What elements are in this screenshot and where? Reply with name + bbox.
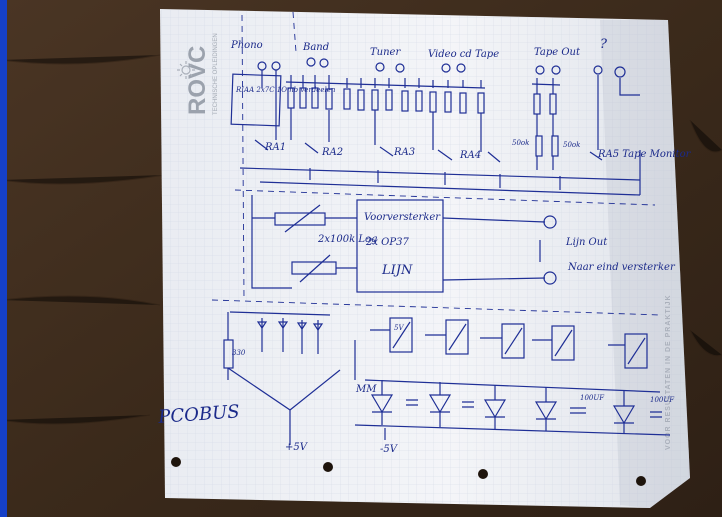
label-line-out: Lijn Out [565, 237, 608, 248]
volume-pots [251, 195, 357, 289]
label-mm: MM [355, 384, 377, 395]
punch-hole-3 [478, 469, 488, 479]
label-50k-b: 50ok [563, 141, 580, 149]
label-tape-out: Tape Out [534, 47, 581, 58]
label-plus5: +5V [285, 442, 309, 453]
logo-tagline: TECHNISCHE OPLEIDINGEN [213, 33, 219, 115]
label-lijn: LIJN [381, 263, 413, 278]
relay-blocks [370, 317, 648, 369]
paper-grid [160, 9, 690, 508]
dashed-line-top [234, 189, 656, 206]
dashed-line-bottom [211, 299, 661, 316]
wood-grain [0, 54, 722, 425]
label-voorversterker: Voorversterker [364, 212, 441, 223]
label-tuner: Tuner [370, 47, 401, 58]
label-volume: 2x100k Log [317, 234, 377, 245]
label-ra2: RA2 [321, 147, 343, 158]
label-100uf: 100UF [580, 394, 605, 402]
label-relay: 5V [394, 324, 404, 332]
label-100uf-2: 100UF [650, 396, 675, 404]
label-ra3: RA3 [393, 147, 415, 158]
blue-edge-strip [0, 0, 7, 517]
dashed-line-vert-left [241, 14, 245, 301]
label-riaa: RIAA 2x7C 1Omb verdeelen [235, 86, 336, 94]
label-ra1: RA1 [264, 142, 286, 153]
punch-hole-2 [323, 462, 333, 472]
label-question: ? [600, 37, 608, 52]
label-50k-a: 50ok [512, 139, 529, 147]
punch-hole-4 [636, 476, 646, 486]
rovc-logo: ROVC TECHNISCHE OPLEIDINGEN [184, 33, 219, 115]
logo-text: ROVC [184, 46, 211, 115]
label-ra4: RA4 [459, 150, 481, 161]
output-wiring [442, 215, 557, 285]
label-video-cd: Video cd Tape [428, 49, 499, 60]
label-ra5: RA5 Tape Monitor [597, 149, 692, 160]
label-330: 330 [232, 349, 246, 357]
preamp-box [356, 199, 444, 293]
paper-shadow [600, 20, 690, 508]
label-voorversterker-sub: 2x OP37 [365, 237, 409, 248]
switch-bus [239, 139, 641, 196]
label-phono: Phono [230, 40, 263, 51]
label-naar-eind: Naar eind versterker [567, 262, 676, 273]
schematic: Phono Band Tuner Video cd Tape Tape Out … [157, 11, 692, 455]
power-section [223, 311, 356, 445]
riaa-box [230, 73, 282, 127]
punch-hole-1 [171, 457, 181, 467]
dashed-line-vert-mid [292, 11, 297, 53]
sun-icon [177, 61, 195, 79]
resistor-ladder [261, 70, 640, 170]
label-band: Band [302, 42, 329, 53]
diode-cap-row [354, 379, 671, 440]
margin-text: VOOR RESULTATEN IN DE PRAKTIJK [665, 294, 672, 450]
label-minus5: -5V [380, 444, 399, 455]
